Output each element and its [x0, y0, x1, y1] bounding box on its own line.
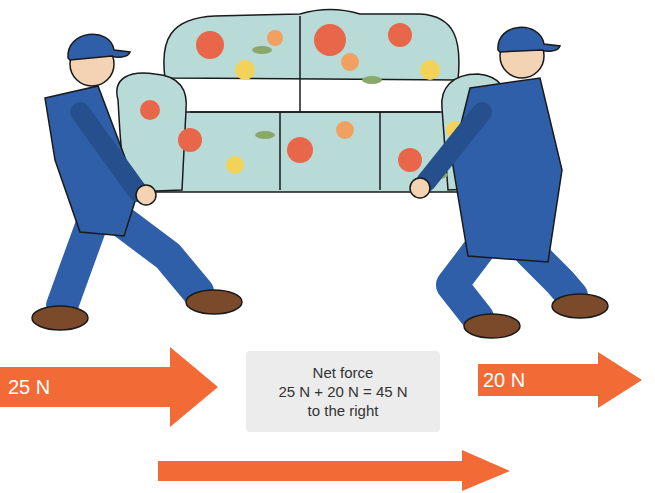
net-force-box: Net force25 N + 20 N = 45 N to the right — [246, 351, 440, 432]
box-body: 25 N + 20 N = 45 N to the right — [256, 382, 430, 420]
sofa — [117, 10, 506, 193]
left-mover — [32, 34, 242, 330]
force-label: 25 N — [8, 377, 50, 397]
force-arrow: 25 N — [0, 347, 218, 427]
force-label: 20 N — [483, 370, 525, 390]
right-mover — [410, 27, 608, 338]
box-heading: Net force — [256, 363, 430, 382]
force-arrow: 20 N — [478, 352, 642, 408]
net-force-arrow — [158, 450, 510, 491]
arrow-fill — [0, 347, 218, 427]
arrow-fill — [478, 352, 642, 408]
